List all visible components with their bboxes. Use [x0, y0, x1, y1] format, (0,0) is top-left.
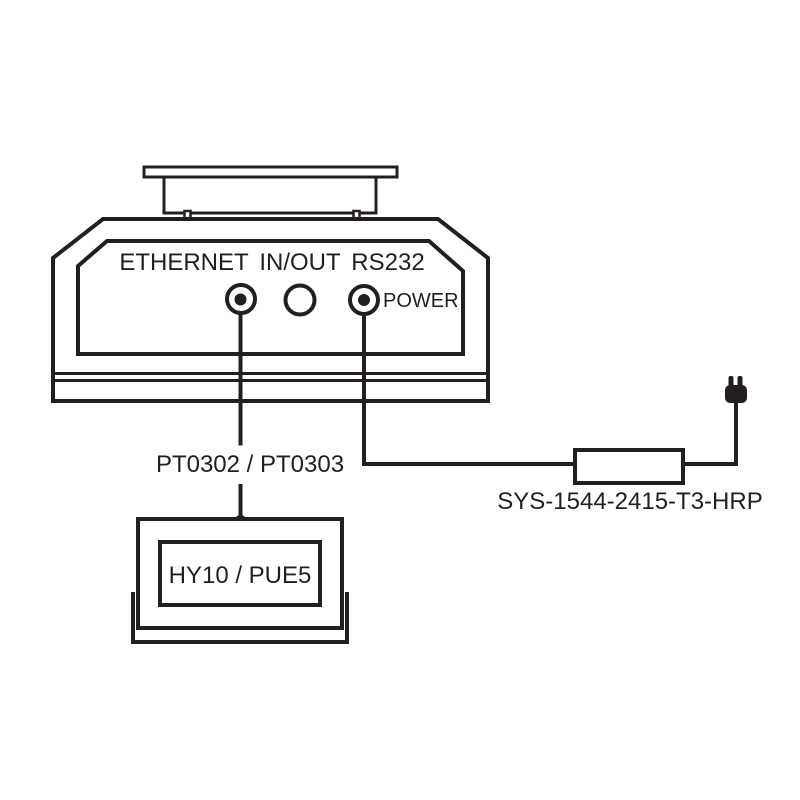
scale-body — [51, 217, 490, 403]
in-out-label: IN/OUT — [259, 249, 341, 276]
indicator-terminal: HY10 / PUE5 — [131, 517, 349, 644]
weighing-pan — [142, 165, 399, 222]
power-adapter-model-label: SYS-1544-2415-T3-HRP — [497, 488, 762, 515]
rear-panel-labels: ETHERNET IN/OUT RS232 POWER — [119, 249, 458, 312]
power-cable-right-run — [683, 401, 738, 466]
power-cable-left-run — [362, 300, 575, 466]
in-out-port — [283, 283, 317, 317]
indicator-stand-bracket — [131, 592, 349, 644]
power-adapter-body — [573, 448, 685, 485]
mains-plug-icon — [725, 376, 747, 403]
indicator-display-window — [158, 540, 322, 607]
power-adapter: SYS-1544-2415-T3-HRP — [497, 448, 763, 515]
ethernet-cable-model-label: PT0302 / PT0303 — [156, 451, 344, 478]
pan-plate-shape — [142, 165, 399, 179]
rear-panel-outline — [76, 239, 465, 356]
rs232-power-port — [348, 284, 380, 316]
plug-body — [725, 385, 747, 403]
indicator-model-label: HY10 / PUE5 — [169, 562, 312, 589]
pan-base-shape — [162, 175, 378, 215]
power-label: POWER — [383, 290, 459, 312]
rs232-label: RS232 — [351, 249, 424, 276]
ethernet-cable: PT0302 / PT0303 — [156, 300, 344, 527]
rs232-socket-pin — [358, 294, 370, 306]
ethernet-socket-pin — [234, 293, 247, 306]
ethernet-port — [225, 283, 257, 315]
in-out-socket-ring — [283, 283, 317, 317]
power-cable — [362, 300, 738, 466]
ethernet-label: ETHERNET — [119, 249, 249, 276]
